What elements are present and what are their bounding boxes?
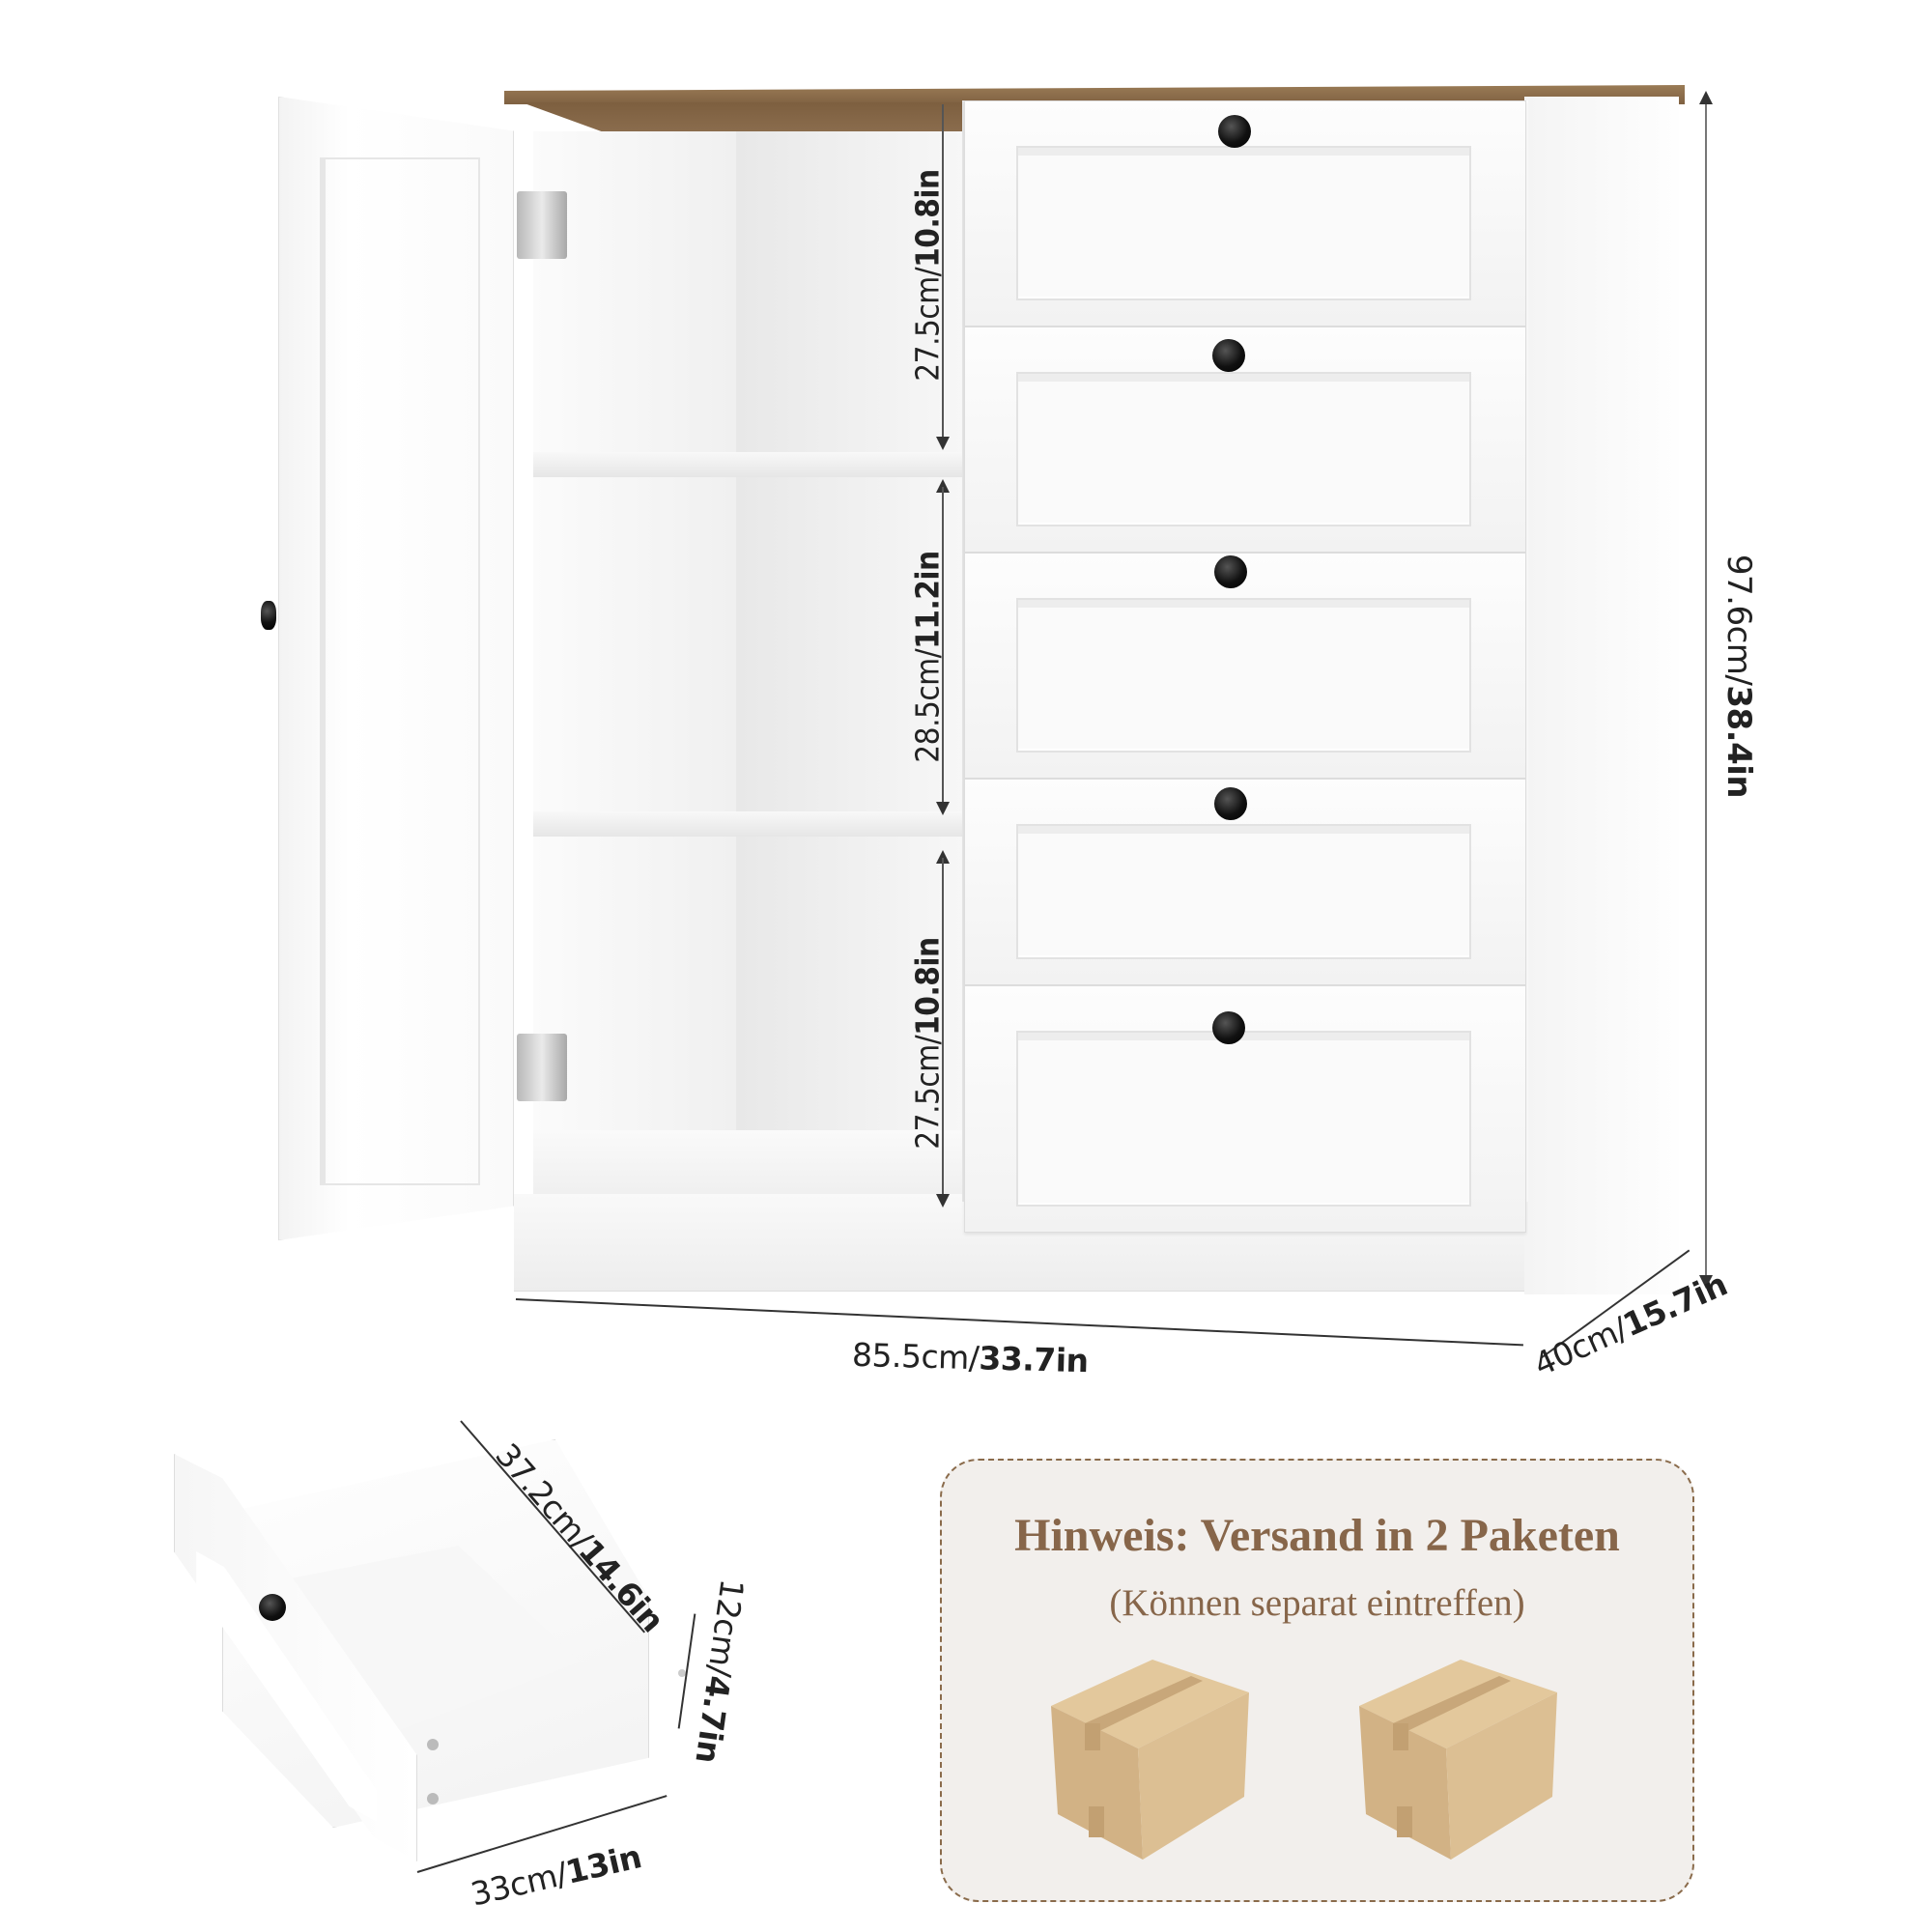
arrow-icon xyxy=(936,437,950,450)
cabinet-side-panel xyxy=(1524,97,1679,1294)
drawer-knob[interactable] xyxy=(1214,787,1247,820)
arrow-icon xyxy=(1699,1275,1713,1289)
drawer-knob[interactable] xyxy=(259,1594,286,1621)
arrow-icon xyxy=(936,802,950,815)
drawer-panel xyxy=(1016,824,1471,959)
drawer-knob[interactable] xyxy=(1212,1011,1245,1044)
wooden-top-underside xyxy=(522,102,964,131)
drawer-panel xyxy=(1016,1031,1471,1207)
dim-line-bottom-compartment xyxy=(942,858,944,1202)
dim-label-middle-compartment: 28.5cm/11.2in xyxy=(908,551,947,763)
compartment-floor xyxy=(533,1130,964,1198)
drawer-3[interactable] xyxy=(964,553,1526,779)
wooden-top xyxy=(504,85,1685,104)
dim-line-middle-compartment xyxy=(942,487,944,811)
package-box-icon xyxy=(1354,1652,1586,1864)
arrow-icon xyxy=(936,479,950,493)
screw-icon xyxy=(678,1669,686,1677)
drawer-4[interactable] xyxy=(964,779,1526,985)
dim-label-bottom-compartment: 27.5cm/10.8in xyxy=(908,937,947,1150)
screw-icon xyxy=(427,1793,439,1804)
dim-line-height xyxy=(1705,97,1707,1283)
arrow-icon xyxy=(1699,91,1713,104)
drawer-detail-illustration xyxy=(174,1420,715,1884)
drawer-1[interactable] xyxy=(964,100,1526,327)
shelf-upper xyxy=(533,452,964,477)
drawer-2[interactable] xyxy=(964,327,1526,553)
notice-title: Hinweis: Versand in 2 Paketen xyxy=(1014,1510,1620,1561)
open-compartment xyxy=(533,131,964,1204)
drawer-panel xyxy=(1016,146,1471,300)
drawer-panel xyxy=(1016,372,1471,526)
dim-label-height: 97.6cm/38.4in xyxy=(1719,554,1758,799)
hinge-top xyxy=(517,191,567,259)
package-box-icon xyxy=(1046,1652,1278,1864)
drawer-knob[interactable] xyxy=(1212,339,1245,372)
notice-subtitle: (Können separat eintreffen) xyxy=(1109,1582,1525,1624)
arrow-icon xyxy=(936,850,950,864)
dim-label-top-compartment: 27.5cm/10.8in xyxy=(908,169,947,382)
shelf-lower xyxy=(533,811,964,837)
hinge-bottom xyxy=(517,1034,567,1101)
dim-label-width: 85.5cm/33.7in xyxy=(851,1335,1090,1380)
shipping-notice-box: Hinweis: Versand in 2 Paketen (Können se… xyxy=(940,1459,1694,1902)
drawer-panel xyxy=(1016,598,1471,753)
drawer-knob[interactable] xyxy=(1214,555,1247,588)
screw-icon xyxy=(427,1739,439,1750)
drawer-knob[interactable] xyxy=(1218,115,1251,148)
cabinet-illustration xyxy=(261,85,1685,1294)
drawer-5[interactable] xyxy=(964,985,1526,1233)
arrow-icon xyxy=(936,1194,950,1208)
dim-line-top-compartment xyxy=(942,104,944,448)
door-knob[interactable] xyxy=(261,601,276,630)
cabinet-door-open[interactable] xyxy=(278,97,514,1240)
